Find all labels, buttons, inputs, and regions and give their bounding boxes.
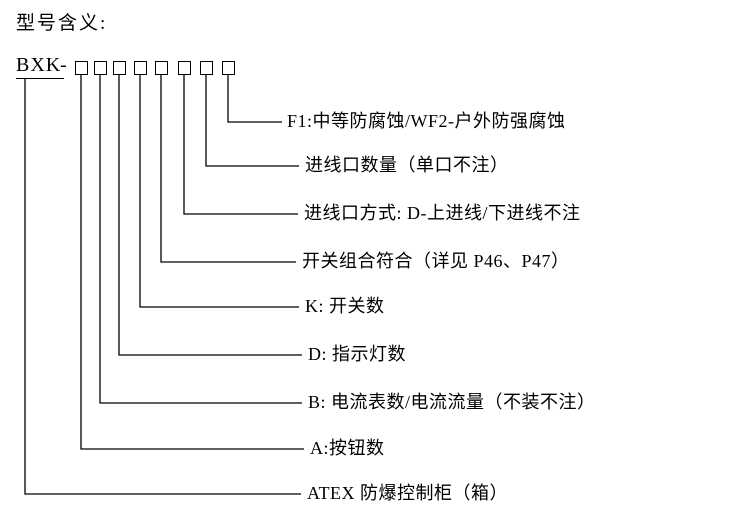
connector-line-inlet-count	[205, 75, 299, 167]
connector-line-button-count	[80, 75, 304, 450]
connector-line-switch-count	[139, 75, 299, 308]
connector-line-product-type	[24, 78, 301, 495]
label-switch-count: K: 开关数	[305, 296, 385, 316]
model-box-5	[155, 61, 168, 75]
page-title: 型号含义:	[16, 13, 108, 34]
model-box-8	[222, 61, 235, 75]
label-inlet-type: 进线口方式: D-上进线/下进线不注	[304, 203, 581, 223]
model-box-2	[94, 61, 107, 75]
label-inlet-count: 进线口数量（单口不注）	[305, 155, 509, 175]
model-box-7	[200, 61, 213, 75]
label-product-type: ATEX 防爆控制柜（箱）	[307, 483, 508, 503]
connector-line-switch-combination	[160, 75, 296, 263]
model-box-4	[134, 61, 147, 75]
model-separator: -	[60, 54, 67, 76]
label-ammeter-count: B: 电流表数/电流流量（不装不注）	[308, 392, 596, 412]
model-box-6	[178, 61, 191, 75]
label-switch-combination: 开关组合符合（详见 P46、P47）	[302, 251, 570, 271]
model-box-1	[75, 61, 88, 75]
connector-line-corrosion	[227, 75, 282, 123]
connector-line-inlet-type	[183, 75, 298, 215]
model-box-3	[113, 61, 126, 75]
model-prefix: BXK	[16, 54, 65, 79]
label-corrosion: F1:中等防腐蚀/WF2-户外防强腐蚀	[287, 111, 566, 131]
label-button-count: A:按钮数	[310, 438, 385, 458]
connector-line-indicator-count	[118, 75, 302, 356]
connector-line-ammeter-count	[99, 75, 302, 404]
label-indicator-count: D: 指示灯数	[308, 344, 406, 364]
